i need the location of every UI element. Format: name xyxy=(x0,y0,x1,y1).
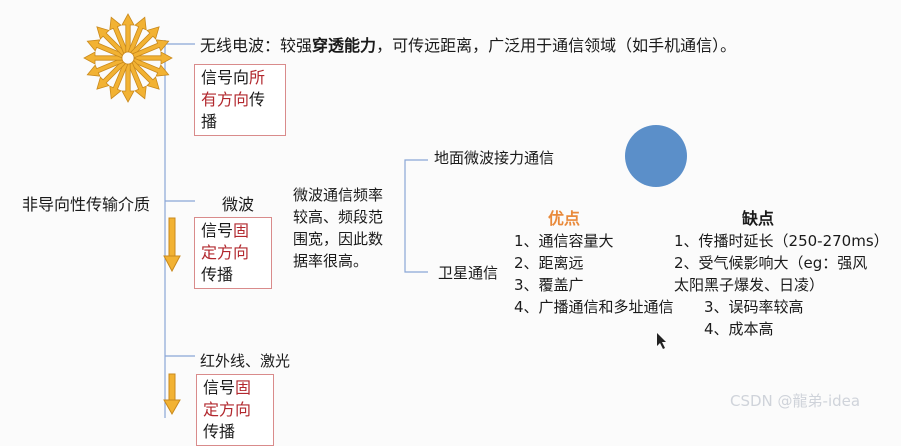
cons-item: 2、受气候影响大（eg：强风 xyxy=(674,254,868,272)
burst-arrow xyxy=(130,26,160,56)
radio-desc-suffix: ，可传远距离，广泛用于通信领域（如手机通信）。 xyxy=(376,36,737,55)
pros-list: 1、通信容量大 2、距离远 3、覆盖广 4、广播通信和多址通信 xyxy=(514,230,674,318)
pros-item: 3、覆盖广 xyxy=(514,276,584,294)
microwave-direction-box: 信号固定方向传播 xyxy=(194,217,272,289)
infrared-direction-box: 信号固定方向传播 xyxy=(196,374,274,446)
microwave-desc-line: 较高、频段范 xyxy=(293,208,384,226)
microwave-desc-line: 据率很高。 xyxy=(293,252,369,270)
down-arrow-shaft xyxy=(168,373,176,403)
microwave-desc-line: 围宽，因此数 xyxy=(293,230,384,248)
burst-arrow xyxy=(96,26,126,56)
down-arrow-head xyxy=(163,255,181,273)
cons-list: 1、传播时延长（250-270ms） 2、受气候影响大（eg：强风 太阳黑子爆发… xyxy=(674,230,889,340)
radio-colon: ： xyxy=(264,36,281,55)
radio-direction-box: 信号向所有方向传播 xyxy=(194,64,286,136)
burst-arrow xyxy=(109,62,129,100)
radio-box-post: 传播 xyxy=(201,90,266,131)
microwave-bracket xyxy=(404,159,428,273)
burst-arrow xyxy=(109,16,129,54)
microwave-desc-line: 微波通信频率 xyxy=(293,186,384,204)
infrared-box-red: 固定方向 xyxy=(203,378,252,419)
down-arrow-head xyxy=(163,399,181,416)
pros-item: 4、广播通信和多址通信 xyxy=(514,298,674,316)
microwave-box-pre: 信号 xyxy=(201,221,234,240)
pros-title: 优点 xyxy=(548,209,581,228)
cons-item: 4、成本高 xyxy=(704,320,774,338)
down-arrow-icon xyxy=(163,217,181,273)
radio-desc-prefix: 较强 xyxy=(280,36,313,55)
root-label: 非导向性传输介质 xyxy=(22,195,151,214)
watermark: CSDN @龍弟-idea xyxy=(730,392,861,410)
burst-arrow xyxy=(121,63,135,103)
diagram-canvas xyxy=(83,13,687,418)
satellite-label: 卫星通信 xyxy=(438,264,499,282)
microwave-box-red: 固定方向 xyxy=(201,221,250,262)
burst-arrow xyxy=(96,60,126,90)
radio-desc-bold: 穿透能力 xyxy=(312,36,377,55)
omnidirectional-arrows-icon xyxy=(83,13,173,103)
down-arrow-icon xyxy=(163,373,181,416)
microwave-description: 微波通信频率 较高、频段范 围宽，因此数 据率很高。 xyxy=(293,184,383,272)
down-arrow-shaft xyxy=(168,217,176,259)
infrared-box-pre: 信号 xyxy=(203,378,236,397)
mouse-cursor-icon xyxy=(657,333,666,349)
pros-item: 2、距离远 xyxy=(514,254,584,272)
infrared-label: 红外线、激光 xyxy=(200,352,291,370)
radio-description: 无线电波：较强穿透能力，可传远距离，广泛用于通信领域（如手机通信）。 xyxy=(200,32,736,56)
burst-arrow xyxy=(130,60,160,90)
burst-arrow xyxy=(121,13,135,53)
burst-arrow xyxy=(83,51,123,65)
radio-label: 无线电波 xyxy=(200,36,265,55)
pros-item: 1、通信容量大 xyxy=(514,232,614,250)
cons-title: 缺点 xyxy=(742,209,775,228)
burst-arrow xyxy=(132,39,170,59)
microwave-box-post: 传播 xyxy=(201,265,234,284)
burst-arrow xyxy=(127,16,147,54)
burst-arrow xyxy=(86,57,124,77)
cons-item: 1、传播时延长（250-270ms） xyxy=(674,232,889,250)
burst-arrow xyxy=(132,57,170,77)
ground-microwave-label: 地面微波接力通信 xyxy=(434,149,555,167)
microwave-label: 微波 xyxy=(222,195,255,214)
radio-box-pre: 信号向 xyxy=(201,68,250,87)
cons-item: 太阳黑子爆发、日凌） xyxy=(674,276,825,294)
cons-item: 3、误码率较高 xyxy=(704,298,804,316)
burst-arrow xyxy=(86,39,124,59)
tree-connectors xyxy=(164,40,428,418)
infrared-box-post: 传播 xyxy=(203,422,236,441)
burst-arrow xyxy=(127,62,147,100)
radio-box-red: 所有方向 xyxy=(201,68,266,109)
satellite-circle-icon xyxy=(625,125,687,187)
